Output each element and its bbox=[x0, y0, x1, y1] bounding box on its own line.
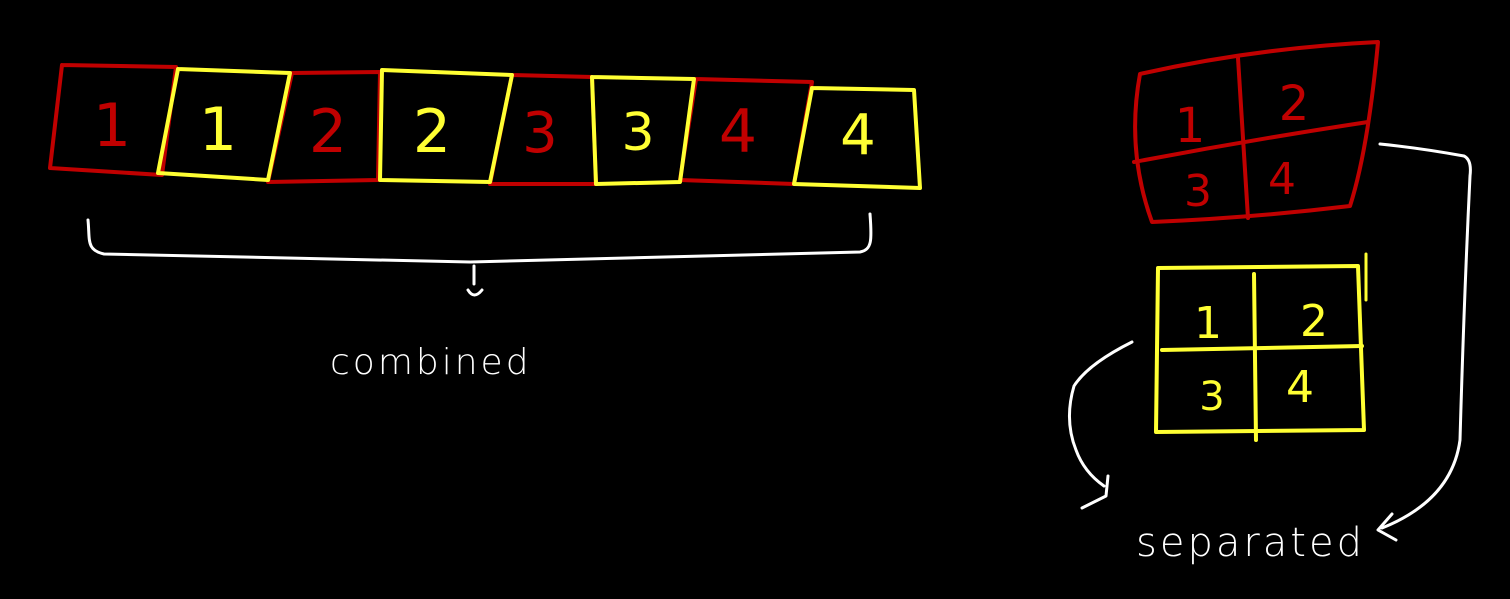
combined-cell-1-digit: 1 bbox=[93, 91, 131, 161]
yellow-grid-cell-4: 4 bbox=[1286, 362, 1314, 413]
yellow-grid-outline bbox=[1154, 264, 1366, 434]
red-grid-cell-4: 4 bbox=[1268, 154, 1296, 205]
combined-cell-8-digit: 4 bbox=[840, 103, 876, 168]
red-grid: 1 2 3 4 bbox=[1132, 40, 1380, 224]
combined-cell-7-digit: 4 bbox=[719, 97, 757, 167]
yellow-grid-cell-3: 3 bbox=[1199, 374, 1224, 420]
red-grid-outline bbox=[1133, 40, 1380, 224]
red-grid-vertical bbox=[1236, 56, 1250, 220]
red-grid-cell-3: 3 bbox=[1184, 166, 1212, 217]
combined-cell-6-digit: 3 bbox=[621, 103, 654, 163]
yellow-grid-cell-1: 1 bbox=[1194, 298, 1222, 349]
combined-row: 1 1 2 2 3 3 4 4 combined bbox=[48, 63, 922, 383]
combined-cell-6-outline bbox=[590, 75, 696, 186]
combined-cell-4-outline bbox=[378, 68, 514, 184]
arrow-from-yellow-grid bbox=[1067, 340, 1134, 488]
combined-cell-2-outline bbox=[156, 67, 292, 182]
red-grid-cell-1: 1 bbox=[1175, 98, 1206, 154]
combined-cell-5-digit: 3 bbox=[522, 101, 558, 166]
red-grid-cell-2: 2 bbox=[1279, 76, 1310, 132]
yellow-grid-cell-2: 2 bbox=[1300, 296, 1328, 347]
combined-cell-2-digit: 1 bbox=[199, 95, 237, 165]
yellow-grid-vertical bbox=[1252, 272, 1258, 442]
yellow-grid: 1 2 3 4 bbox=[1154, 252, 1368, 442]
combined-cell-8-outline bbox=[792, 86, 922, 190]
separated-group: 1 2 3 4 1 2 3 4 separated bbox=[1067, 40, 1472, 566]
combined-cell-4-digit: 2 bbox=[413, 97, 451, 167]
yellow-grid-horizontal bbox=[1160, 344, 1364, 352]
arrow-from-red-grid-head bbox=[1376, 512, 1398, 542]
arrow-from-yellow-grid-head bbox=[1080, 474, 1110, 510]
arrow-from-red-grid bbox=[1378, 142, 1472, 530]
combined-cell-3-digit: 2 bbox=[309, 97, 347, 167]
combined-brace-tick bbox=[466, 264, 484, 297]
combined-brace bbox=[86, 212, 873, 264]
combined-label: combined bbox=[330, 342, 532, 383]
separated-label: separated bbox=[1136, 520, 1365, 566]
red-grid-horizontal bbox=[1132, 120, 1370, 164]
